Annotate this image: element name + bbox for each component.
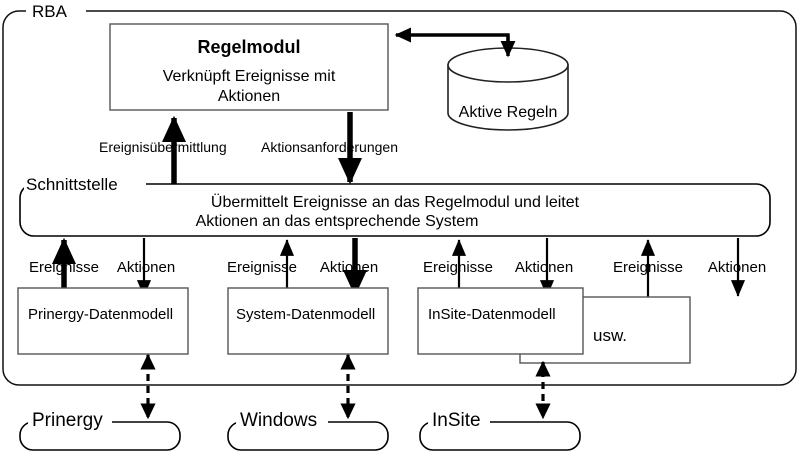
interface-desc-line2: Aktionen an das entsprechende System	[196, 213, 479, 230]
rule-module-title: Regelmodul	[197, 37, 300, 57]
datastore-label: Aktive Regeln	[459, 104, 558, 121]
data-model-box-2	[227, 287, 389, 355]
module-datastore-link	[394, 27, 516, 58]
system-label-1: Prinergy	[32, 410, 103, 431]
data-model-box-3	[417, 287, 584, 355]
channel-2-events-label: Ereignisse	[227, 259, 297, 276]
data-model-label-3: InSite-Datenmodell	[428, 306, 556, 323]
interface-desc-line1: Übermittelt Ereignisse an das Regelmodul…	[211, 193, 580, 211]
rba-container-label: RBA	[32, 2, 68, 21]
event-submission-label: Ereignisübermittlung	[99, 139, 227, 155]
data-model-label-1: Prinergy-Datenmodell	[28, 306, 173, 323]
action-request-label: Aktionsanforderungen	[261, 139, 398, 155]
rba-container	[2, 3, 797, 386]
channel-3-actions-label: Aktionen	[515, 259, 573, 276]
rule-module-desc-line1: Verknüpft Ereignisse mit	[163, 68, 336, 85]
channel-2-actions-label: Aktionen	[320, 259, 378, 276]
channel-3-events-label: Ereignisse	[423, 259, 493, 276]
data-model-label-4: usw.	[593, 326, 627, 345]
channel-1-events-label: Ereignisse	[29, 259, 99, 276]
interface-box	[19, 176, 771, 237]
system-label-2: Windows	[240, 410, 317, 431]
system-box-1	[19, 414, 181, 451]
rule-module-desc-line2: Aktionen	[218, 88, 280, 105]
data-model-label-2: System-Datenmodell	[236, 306, 375, 323]
channel-1-actions-label: Aktionen	[117, 259, 175, 276]
interface-label: Schnittstelle	[26, 175, 118, 194]
rule-module-box	[109, 23, 389, 111]
system-box-2	[227, 414, 389, 451]
system-box-3	[419, 414, 581, 451]
data-model-box-1	[17, 287, 189, 355]
system-label-3: InSite	[432, 410, 481, 431]
channel-4-actions-label: Aktionen	[708, 259, 766, 276]
channel-4-events-label: Ereignisse	[613, 259, 683, 276]
